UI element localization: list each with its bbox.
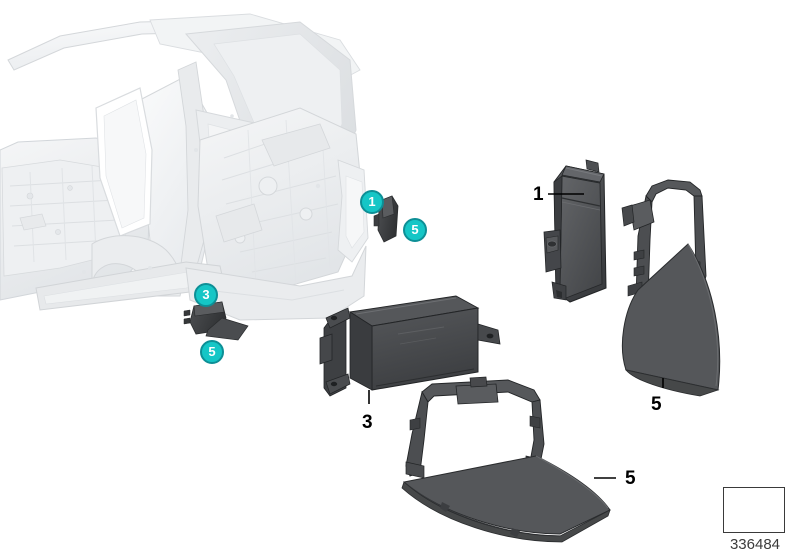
label-5-bracket-right: 5	[651, 394, 662, 415]
orientation-icon-box	[723, 487, 785, 533]
part-bracket-cover-bottom	[401, 376, 611, 543]
label-5-bracket-bottom: 5	[625, 468, 636, 489]
callout-1-front[interactable]: 1	[360, 190, 384, 214]
part-control-module	[543, 159, 607, 303]
part-bracket-cover-right	[621, 179, 721, 397]
diagram-id-number: 336484	[729, 536, 781, 553]
callout-5-rear[interactable]: 5	[200, 340, 224, 364]
installed-rear-sensor	[183, 301, 249, 341]
callout-5-front[interactable]: 5	[403, 218, 427, 242]
part-radar-sensor-module	[319, 295, 501, 397]
callout-3-rear[interactable]: 3	[194, 283, 218, 307]
label-1-control-module: 1	[533, 184, 544, 205]
vehicle-body-shell	[0, 13, 369, 321]
label-3-radar-sensor: 3	[362, 412, 373, 433]
installed-front-sensor	[373, 195, 399, 243]
